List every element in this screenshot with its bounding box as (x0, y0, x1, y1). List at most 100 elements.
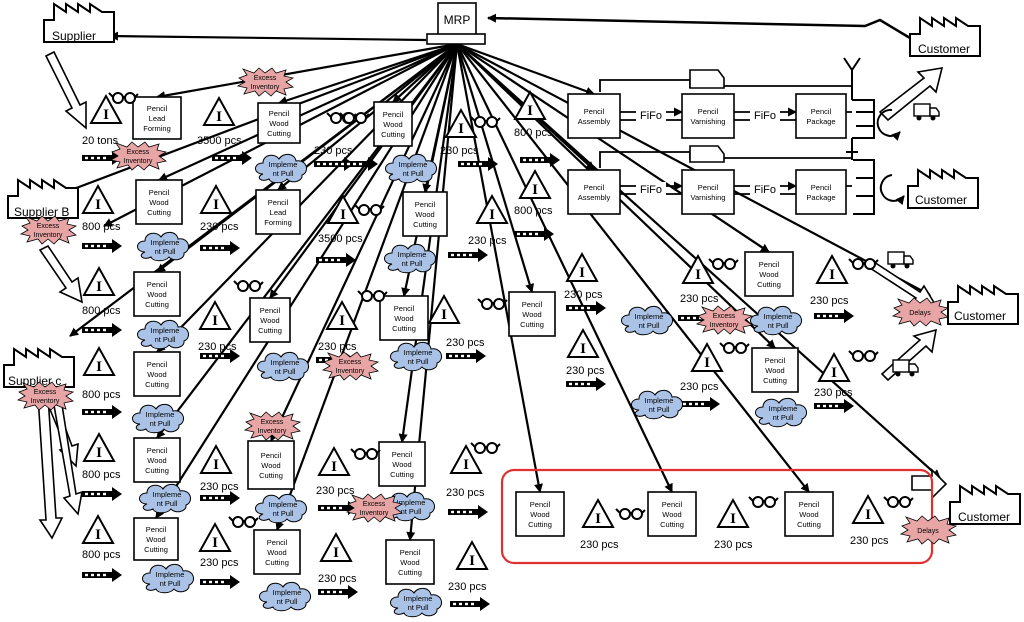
svg-text:nt Pull: nt Pull (403, 169, 424, 178)
inventory-triangle-icon (476, 195, 508, 224)
inventory-quantity: 230 pcs (680, 293, 719, 305)
inventory-quantity: 800 pcs (82, 305, 121, 317)
inventory-quantity: 230 pcs (446, 337, 485, 349)
process-name: Wood (799, 510, 818, 519)
supermarket-icon (852, 99, 875, 215)
inventory-triangle-icon (456, 541, 488, 570)
svg-text:Impleme: Impleme (151, 238, 180, 247)
process-name: Wood (267, 548, 286, 557)
svg-text:Impleme: Impleme (399, 160, 428, 169)
glasses-icon (708, 258, 739, 270)
inventory-triangle-icon (852, 495, 884, 524)
process-name: Cutting (413, 220, 437, 229)
inventory-quantity: 230 pcs (318, 341, 357, 353)
info-arrow (398, 43, 459, 443)
process-name: Pencil (662, 500, 683, 509)
svg-text:Inventory: Inventory (258, 428, 287, 435)
inventory-quantity: 230 pcs (318, 573, 357, 585)
push-arrow-icon (514, 227, 554, 241)
glasses-icon (848, 350, 879, 362)
push-arrow-icon (814, 399, 854, 413)
inventory-triangle-icon (514, 91, 546, 120)
inventory-triangle-icon (83, 267, 115, 296)
inventory-triangle-icon (326, 301, 358, 330)
process-name: Cutting (528, 520, 552, 529)
push-arrow-icon (82, 323, 122, 337)
process-name: Pencil (147, 104, 168, 113)
inventory-triangle-icon (82, 515, 114, 544)
process-name: Cutting (145, 380, 169, 389)
process-name: Pencil (267, 538, 288, 547)
svg-text:Impleme: Impleme (404, 348, 433, 357)
info-arrow (33, 42, 458, 206)
svg-text:Inventory: Inventory (34, 232, 63, 239)
push-arrow-icon (680, 397, 720, 411)
svg-text:nt Pull: nt Pull (649, 405, 670, 414)
info-arrow (278, 42, 458, 105)
inventory-quantity: 800 pcs (82, 221, 121, 233)
svg-text:Impleme: Impleme (404, 594, 433, 603)
push-arrow-icon (82, 568, 122, 582)
inventory-triangle-icon (83, 347, 115, 376)
process-name: Wood (147, 290, 166, 299)
process-name: Wood (522, 310, 541, 319)
inventory-quantity: 230 pcs (440, 145, 479, 157)
inventory-quantity: 230 pcs (810, 295, 849, 307)
svg-text:Impleme: Impleme (269, 160, 298, 169)
glasses-icon (108, 92, 139, 104)
process-name: Pencil (147, 360, 168, 369)
process-name: Wood (149, 198, 168, 207)
process-name: Cutting (267, 129, 291, 138)
process-name: Pencil (260, 306, 281, 315)
process-name: Pencil (522, 300, 543, 309)
svg-text:FiFo: FiFo (640, 184, 662, 196)
svg-text:nt Pull: nt Pull (160, 579, 181, 588)
kanban-post-icon (843, 57, 861, 160)
process-name: Package (806, 193, 835, 202)
svg-text:Excess: Excess (34, 389, 57, 396)
inventory-quantity: 800 pcs (514, 127, 553, 139)
svg-text:Impleme: Impleme (645, 396, 674, 405)
svg-text:Inventory: Inventory (251, 84, 280, 91)
truck-icon (887, 251, 914, 270)
svg-text:Inventory: Inventory (710, 322, 739, 329)
svg-text:Inventory: Inventory (124, 158, 153, 165)
truck-icon (913, 103, 940, 122)
process-name: Cutting (381, 130, 405, 139)
push-arrow-icon (318, 585, 358, 599)
process-name: Cutting (145, 300, 169, 309)
